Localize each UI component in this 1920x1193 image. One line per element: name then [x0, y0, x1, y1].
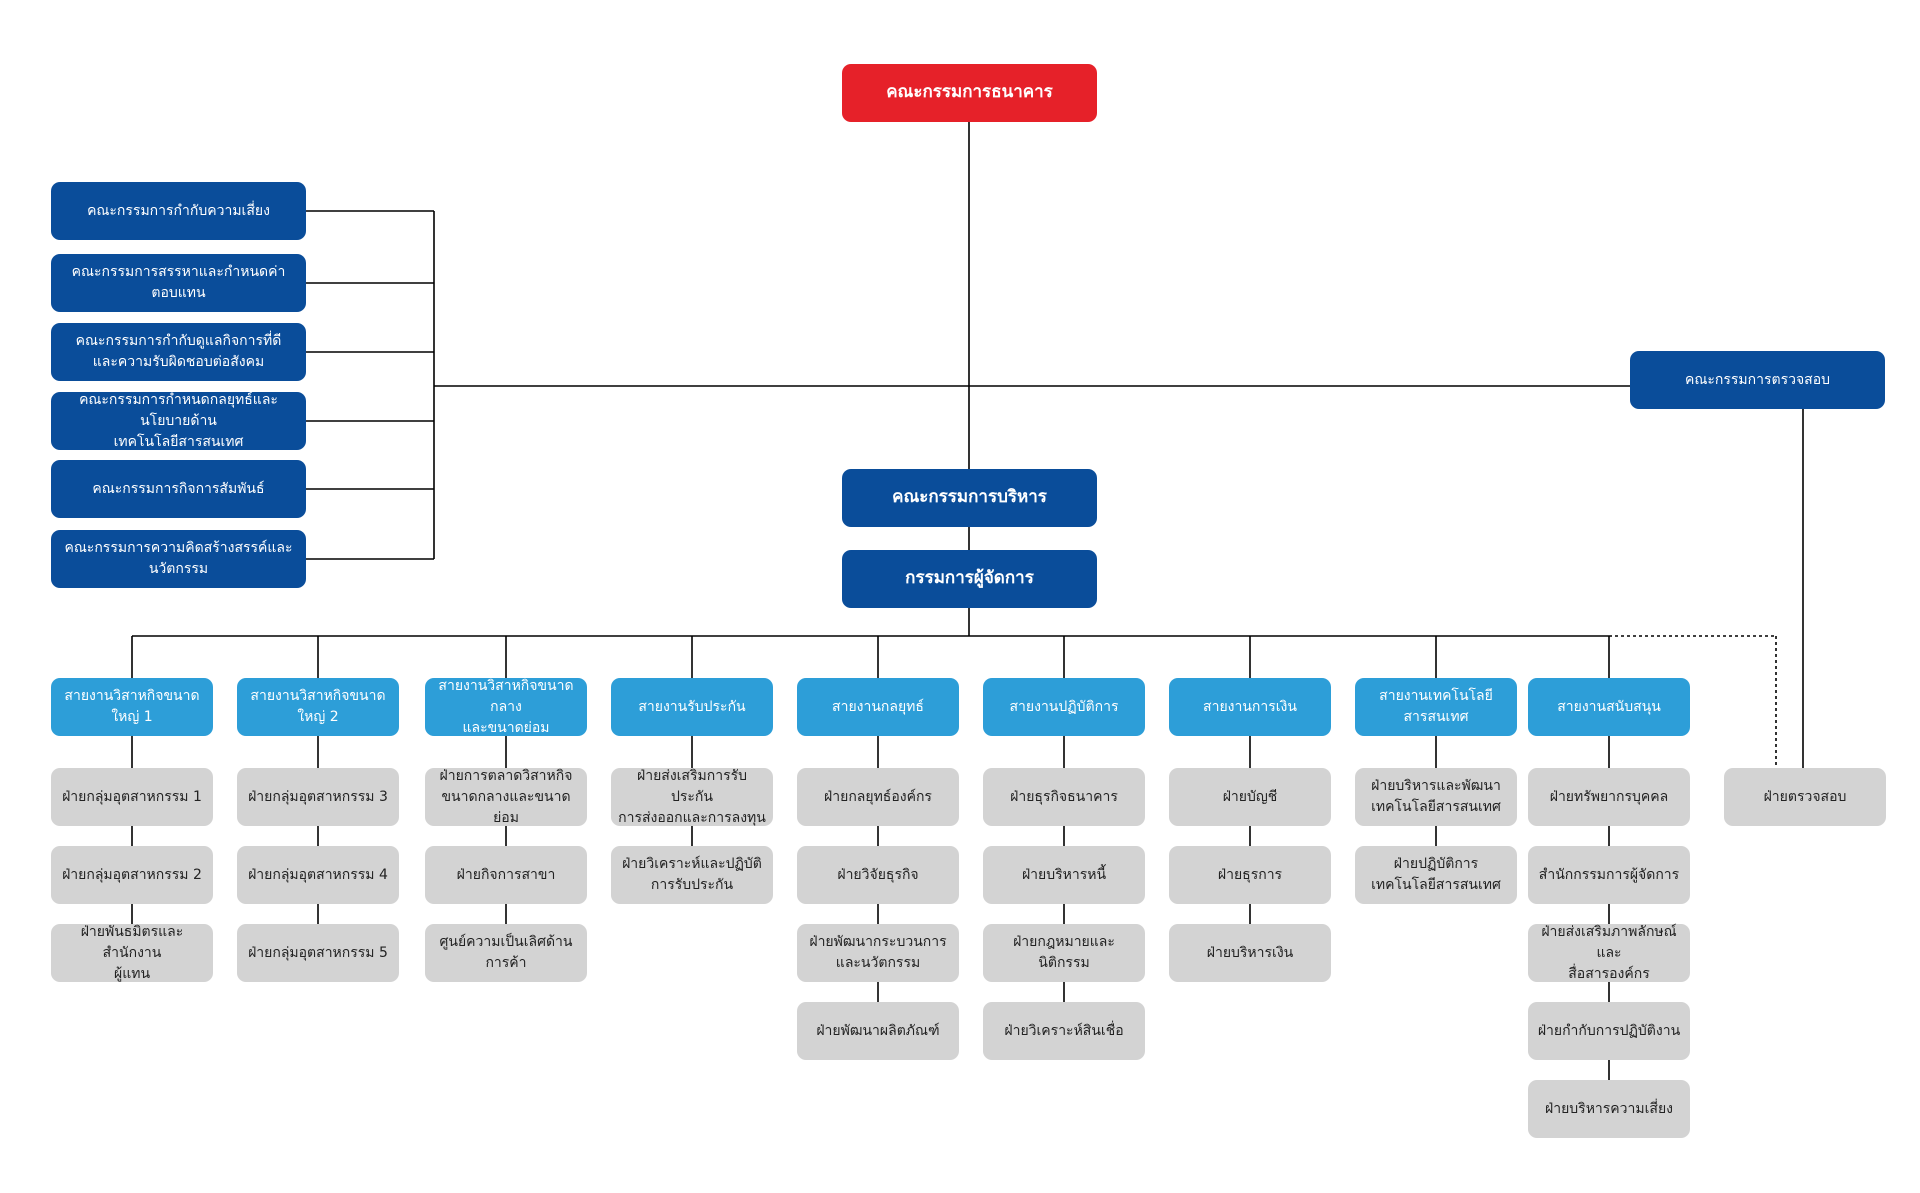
sub-committee-box: คณะกรรมการความคิดสร้างสรรค์และนวัตกรรม: [51, 530, 306, 588]
department-box: ฝ่ายพัฒนาผลิตภัณฑ์: [797, 1002, 959, 1060]
board-of-directors-box: คณะกรรมการธนาคาร: [842, 64, 1097, 122]
business-line-box: สายงานรับประกัน: [611, 678, 773, 736]
business-line-box: สายงานวิสาหกิจขนาดใหญ่ 1: [51, 678, 213, 736]
department-box: ฝ่ายกฎหมายและนิติกรรม: [983, 924, 1145, 982]
department-box: ฝ่ายกลุ่มอุตสาหกรรม 1: [51, 768, 213, 826]
department-box: ฝ่ายทรัพยากรบุคคล: [1528, 768, 1690, 826]
business-line-box: สายงานเทคโนโลยีสารสนเทศ: [1355, 678, 1517, 736]
department-box: ศูนย์ความเป็นเลิศด้าน การค้า: [425, 924, 587, 982]
sub-committee-box: คณะกรรมการกิจการสัมพันธ์: [51, 460, 306, 518]
sub-committee-box: คณะกรรมการกำหนดกลยุทธ์และนโยบายด้าน เทคโ…: [51, 392, 306, 450]
department-box: ฝ่ายบริหารเงิน: [1169, 924, 1331, 982]
sub-committee-box: คณะกรรมการกำกับความเสี่ยง: [51, 182, 306, 240]
business-line-box: สายงานกลยุทธ์: [797, 678, 959, 736]
department-box: ฝ่ายวิเคราะห์และปฏิบัติ การรับประกัน: [611, 846, 773, 904]
department-box: ฝ่ายบริหารและพัฒนา เทคโนโลยีสารสนเทศ: [1355, 768, 1517, 826]
department-box: ฝ่ายกลุ่มอุตสาหกรรม 5: [237, 924, 399, 982]
department-box: ฝ่ายธุรการ: [1169, 846, 1331, 904]
department-box: ฝ่ายการตลาดวิสาหกิจ ขนาดกลางและขนาดย่อม: [425, 768, 587, 826]
department-box: ฝ่ายกลุ่มอุตสาหกรรม 2: [51, 846, 213, 904]
business-line-box: สายงานปฏิบัติการ: [983, 678, 1145, 736]
department-box: ฝ่ายธุรกิจธนาคาร: [983, 768, 1145, 826]
department-box: ฝ่ายกำกับการปฏิบัติงาน: [1528, 1002, 1690, 1060]
department-box: ฝ่ายบริหารหนี้: [983, 846, 1145, 904]
department-box: ฝ่ายกลุ่มอุตสาหกรรม 4: [237, 846, 399, 904]
department-box: ฝ่ายวิเคราะห์สินเชื่อ: [983, 1002, 1145, 1060]
department-box: ฝ่ายปฏิบัติการ เทคโนโลยีสารสนเทศ: [1355, 846, 1517, 904]
department-box: ฝ่ายพันธมิตรและสำนักงาน ผู้แทน: [51, 924, 213, 982]
sub-committee-box: คณะกรรมการสรรหาและกำหนดค่าตอบแทน: [51, 254, 306, 312]
department-box: ฝ่ายส่งเสริมภาพลักษณ์และ สื่อสารองค์กร: [1528, 924, 1690, 982]
business-line-box: สายงานการเงิน: [1169, 678, 1331, 736]
executive-committee-box: คณะกรรมการบริหาร: [842, 469, 1097, 527]
sub-committee-box: คณะกรรมการกำกับดูแลกิจการที่ดี และความรั…: [51, 323, 306, 381]
business-line-box: สายงานวิสาหกิจขนาดใหญ่ 2: [237, 678, 399, 736]
department-box: ฝ่ายกลุ่มอุตสาหกรรม 3: [237, 768, 399, 826]
department-box: ฝ่ายบริหารความเสี่ยง: [1528, 1080, 1690, 1138]
business-line-box: สายงานสนับสนุน: [1528, 678, 1690, 736]
department-box: ฝ่ายกลยุทธ์องค์กร: [797, 768, 959, 826]
audit-committee-box: คณะกรรมการตรวจสอบ: [1630, 351, 1885, 409]
department-box: ฝ่ายพัฒนากระบวนการ และนวัตกรรม: [797, 924, 959, 982]
department-box: ฝ่ายส่งเสริมการรับประกัน การส่งออกและการ…: [611, 768, 773, 826]
business-line-box: สายงานวิสาหกิจขนาดกลาง และขนาดย่อม: [425, 678, 587, 736]
department-box: สำนักกรรมการผู้จัดการ: [1528, 846, 1690, 904]
audit-department-box: ฝ่ายตรวจสอบ: [1724, 768, 1886, 826]
department-box: ฝ่ายวิจัยธุรกิจ: [797, 846, 959, 904]
department-box: ฝ่ายกิจการสาขา: [425, 846, 587, 904]
department-box: ฝ่ายบัญชี: [1169, 768, 1331, 826]
managing-director-box: กรรมการผู้จัดการ: [842, 550, 1097, 608]
